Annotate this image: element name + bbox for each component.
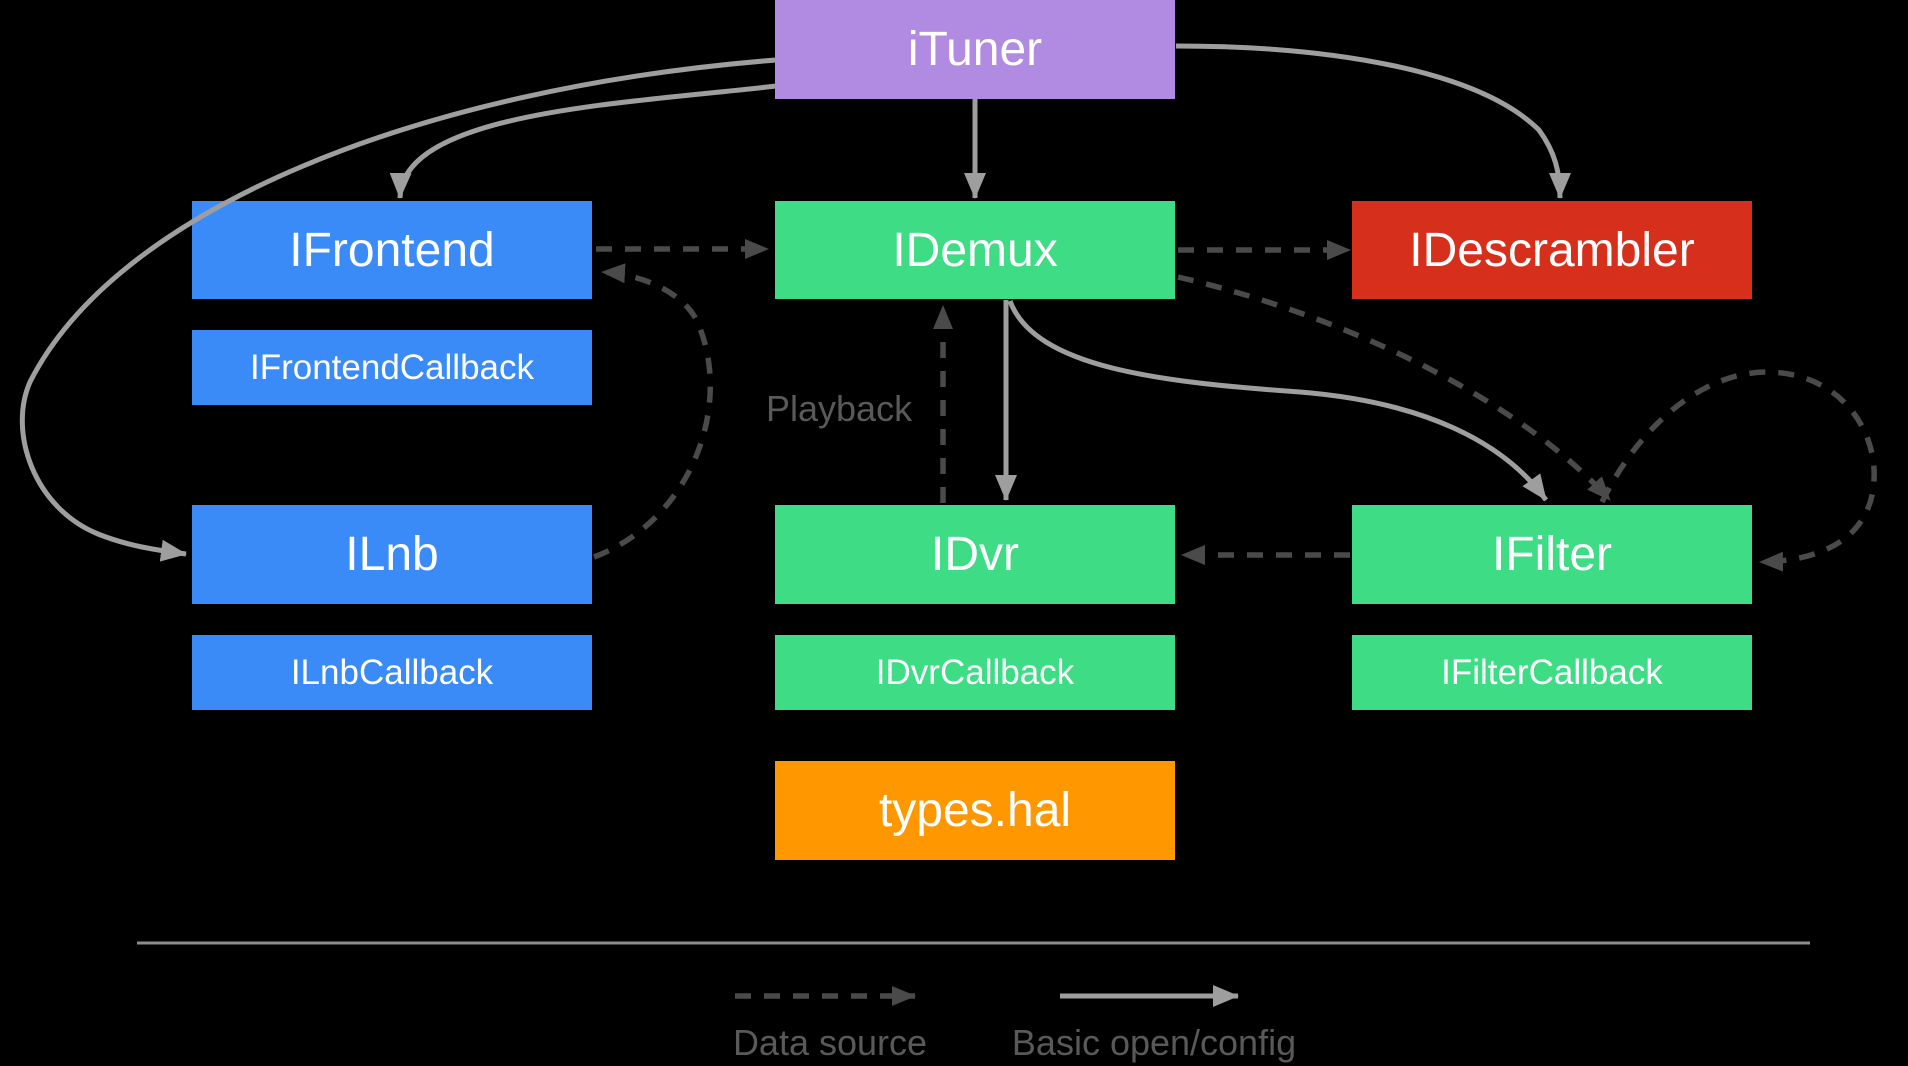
box-ilnb-callback: ILnbCallback — [192, 635, 592, 710]
box-ilnb-label: ILnb — [345, 528, 439, 581]
box-ilnb: ILnb — [192, 505, 592, 604]
box-idemux-label: IDemux — [892, 223, 1058, 277]
box-ituner-label: iTuner — [907, 23, 1043, 76]
box-ifrontend: IFrontend — [192, 201, 592, 299]
arrow-idemux-to-ifilter-dashed — [1177, 274, 1613, 502]
arrow-ilnb-to-ifrontend — [593, 263, 713, 560]
box-types-hal-label: types.hal — [878, 784, 1072, 837]
arrow-ituner-to-ilnb — [19, 57, 777, 562]
box-ifilter-label: IFilter — [1492, 528, 1612, 581]
box-types-hal: types.hal — [775, 761, 1175, 860]
arrow-ituner-to-ifrontend — [389, 83, 777, 199]
box-idescrambler-label: IDescrambler — [1409, 223, 1695, 277]
box-idvr-callback: IDvrCallback — [775, 635, 1175, 710]
box-idescrambler: IDescrambler — [1352, 201, 1752, 299]
arrow-idemux-to-ifilter-solid — [1007, 300, 1549, 502]
box-ifilter-callback: IFilterCallback — [1352, 635, 1752, 710]
legend-data-source-label: Data source — [732, 1022, 928, 1063]
box-ifrontend-label: IFrontend — [289, 223, 495, 277]
box-ituner: iTuner — [775, 0, 1175, 99]
dashed-arrow-group — [593, 239, 1877, 1006]
legend-basic-open-config-label: Basic open/config — [1011, 1022, 1297, 1063]
box-ifilter: IFilter — [1352, 505, 1752, 604]
box-ifrontend-callback: IFrontendCallback — [192, 330, 592, 405]
box-ifrontend-callback-label: IFrontendCallback — [249, 347, 535, 387]
box-idemux: IDemux — [775, 201, 1175, 299]
box-idvr-label: IDvr — [931, 528, 1019, 581]
playback-annotation: Playback — [766, 388, 913, 429]
box-ilnb-callback-label: ILnbCallback — [290, 652, 494, 692]
box-idvr-callback-label: IDvrCallback — [875, 652, 1075, 692]
box-idvr: IDvr — [775, 505, 1175, 604]
box-ifilter-callback-label: IFilterCallback — [1441, 652, 1663, 692]
arrow-ituner-to-idescrambler — [1175, 43, 1571, 199]
